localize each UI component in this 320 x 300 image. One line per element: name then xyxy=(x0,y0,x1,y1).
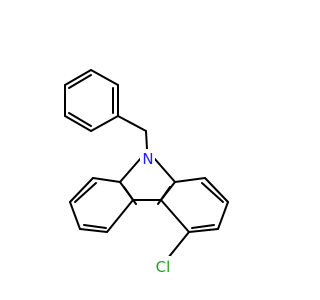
atom-cl-background xyxy=(150,256,174,276)
bond-4 xyxy=(64,115,92,132)
bond-29 xyxy=(201,182,224,203)
bond-0 xyxy=(64,69,92,86)
bond-22 xyxy=(83,224,107,229)
bond-12 xyxy=(153,157,176,183)
bond-17 xyxy=(69,177,94,203)
bond-32 xyxy=(167,231,190,259)
bond-23 xyxy=(123,186,137,205)
bond-19 xyxy=(79,228,108,233)
bond-20 xyxy=(106,199,134,233)
bond-3 xyxy=(90,115,119,132)
bond-27 xyxy=(188,228,219,233)
atom-cl: Cl xyxy=(150,256,174,276)
bond-1 xyxy=(90,69,119,86)
bond-6 xyxy=(68,74,92,89)
bond-26 xyxy=(217,201,229,230)
atom-n: N xyxy=(140,149,155,168)
bond-11 xyxy=(119,157,142,183)
bond-8 xyxy=(68,112,92,127)
bond-25 xyxy=(204,177,229,203)
bond-31 xyxy=(157,186,171,205)
bond-layer xyxy=(64,69,229,259)
bond-18 xyxy=(69,201,81,230)
bond-24 xyxy=(174,177,206,183)
molecule-structure: N Cl xyxy=(64,69,229,276)
bond-21 xyxy=(74,182,97,203)
atom-cl-label: Cl xyxy=(156,258,171,276)
bond-10 xyxy=(145,130,148,150)
bond-30 xyxy=(191,224,215,229)
bond-28 xyxy=(160,199,190,233)
bond-16 xyxy=(92,177,121,183)
bond-9 xyxy=(117,115,147,132)
atom-n-label: N xyxy=(142,150,153,168)
atom-n-background xyxy=(140,149,155,167)
